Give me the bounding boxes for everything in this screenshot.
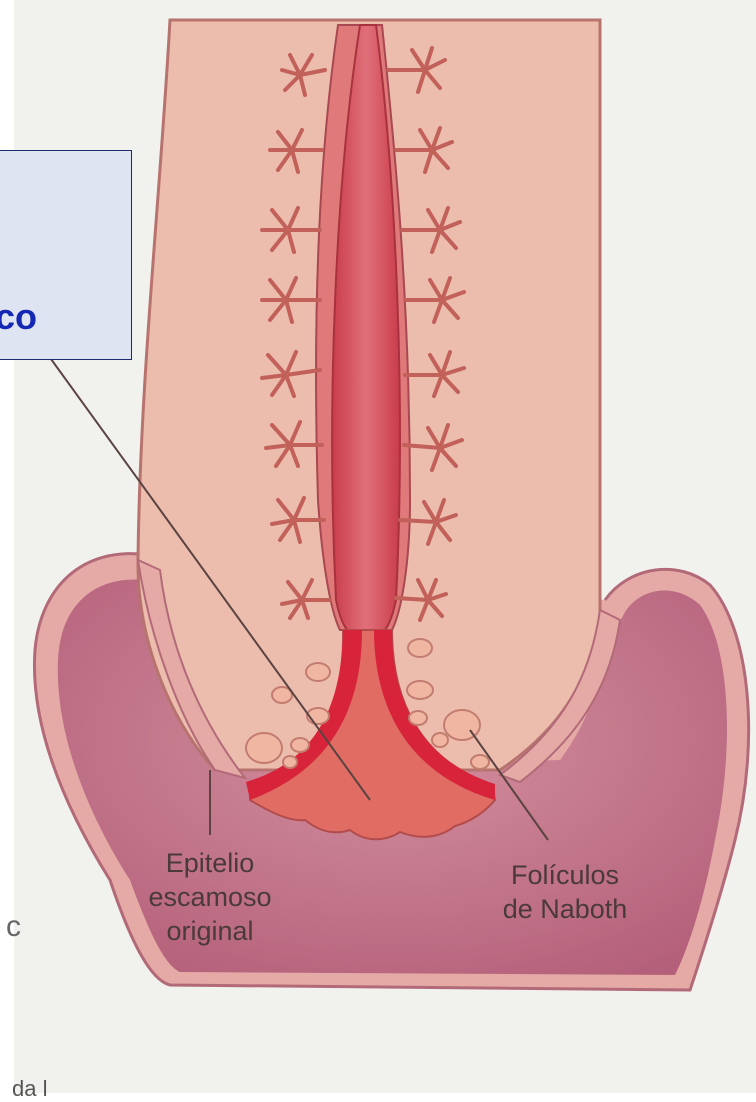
follicle [246, 733, 282, 763]
label-line: Epitelio [140, 846, 280, 880]
follicle [432, 733, 448, 747]
label-line: de Naboth [470, 892, 660, 926]
label-line: original [140, 914, 280, 948]
plate-marker: c [6, 910, 21, 944]
follicle [283, 756, 297, 768]
label-naboth-follicles: Folículos de Naboth [470, 858, 660, 926]
label-line: Folículos [470, 858, 660, 892]
follicle [306, 663, 330, 681]
follicle [409, 711, 427, 725]
callout-text: co [0, 296, 37, 338]
follicle [291, 738, 309, 752]
follicle [471, 755, 489, 769]
follicle [407, 681, 433, 699]
follicle [408, 639, 432, 657]
page-footer-text: da l [12, 1076, 47, 1102]
label-line: escamoso [140, 880, 280, 914]
label-squamous-epithelium: Epitelio escamoso original [140, 846, 280, 948]
